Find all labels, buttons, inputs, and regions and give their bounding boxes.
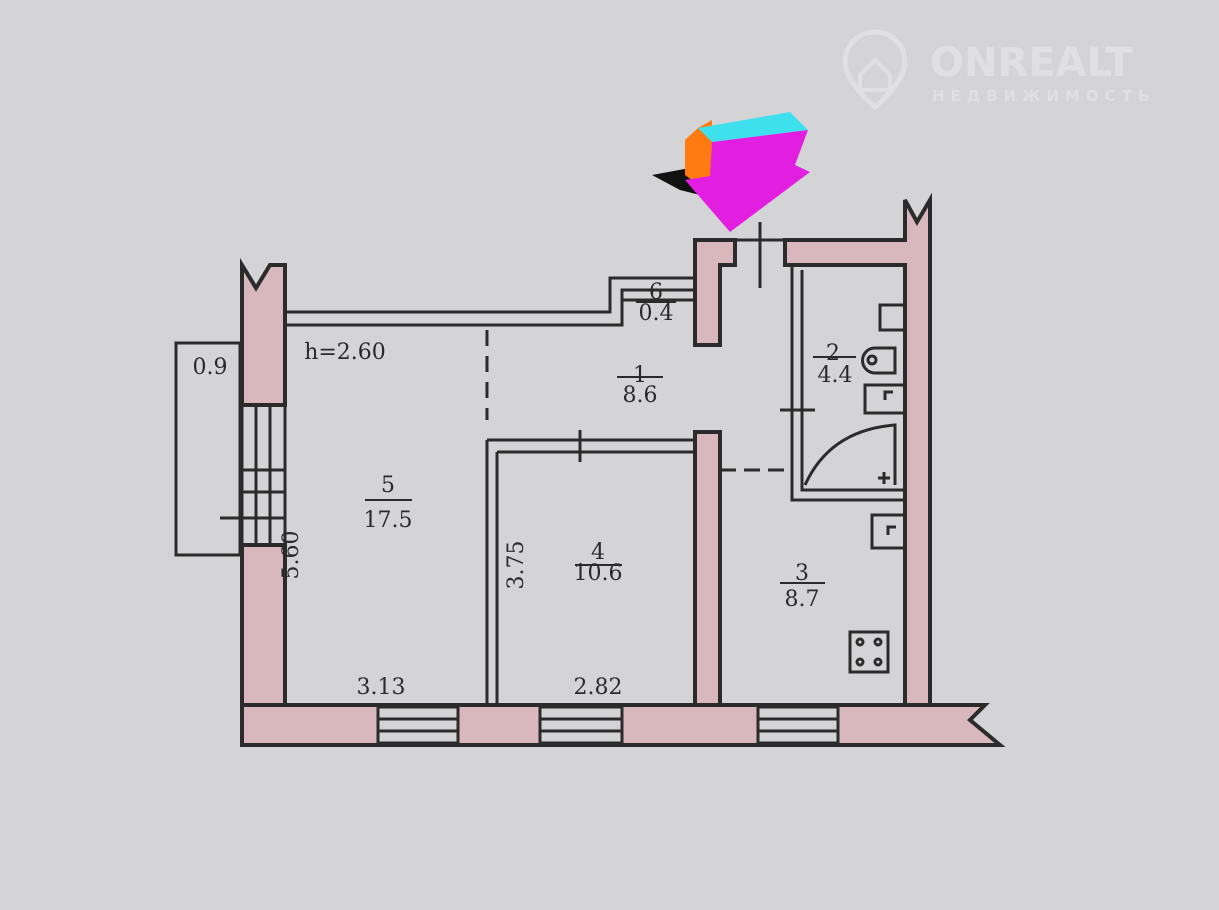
kitchen-sink-icon xyxy=(870,513,907,550)
walls xyxy=(174,192,1006,747)
room-1-area: 8.6 xyxy=(623,383,658,408)
sink-icon xyxy=(878,303,907,332)
room-2-area: 4.4 xyxy=(818,363,853,388)
room-3-number: 3 xyxy=(795,561,809,586)
window-left xyxy=(220,403,287,547)
windows-bottom xyxy=(376,705,840,745)
toilet-icon xyxy=(861,346,897,375)
room-4-area: 10.6 xyxy=(574,561,623,586)
room-2-number: 2 xyxy=(826,341,840,366)
room-4-length: 3.75 xyxy=(504,541,529,590)
stove-icon xyxy=(848,630,890,674)
balcony xyxy=(174,341,242,557)
fixtures xyxy=(803,303,907,674)
room-4-number: 4 xyxy=(591,540,605,565)
room-1-number: 1 xyxy=(633,363,647,388)
labels: 0.9 h=2.60 5 17.5 4 10.6 1 8.6 6 0.4 2 4… xyxy=(193,280,856,700)
watermark-logo: ONREALT НЕДВИЖИМОСТЬ xyxy=(842,29,1155,111)
room-6-area: 0.4 xyxy=(639,301,674,326)
room-6-number: 6 xyxy=(649,280,663,305)
entrance-arrow-icon xyxy=(652,112,810,232)
sink-icon xyxy=(863,383,907,415)
room-5-length: 5.60 xyxy=(279,531,304,580)
watermark-brand: ONREALT xyxy=(930,40,1133,86)
ceiling-height: h=2.60 xyxy=(304,340,386,365)
room-5-area: 17.5 xyxy=(364,508,413,533)
room-3-area: 8.7 xyxy=(785,587,820,612)
balcony-area: 0.9 xyxy=(193,355,228,380)
room-5-number: 5 xyxy=(381,473,395,498)
room-5-width: 3.13 xyxy=(357,675,406,700)
room-4-width: 2.82 xyxy=(574,675,623,700)
bathtub-icon xyxy=(803,423,897,486)
watermark-tagline: НЕДВИЖИМОСТЬ xyxy=(932,87,1155,105)
